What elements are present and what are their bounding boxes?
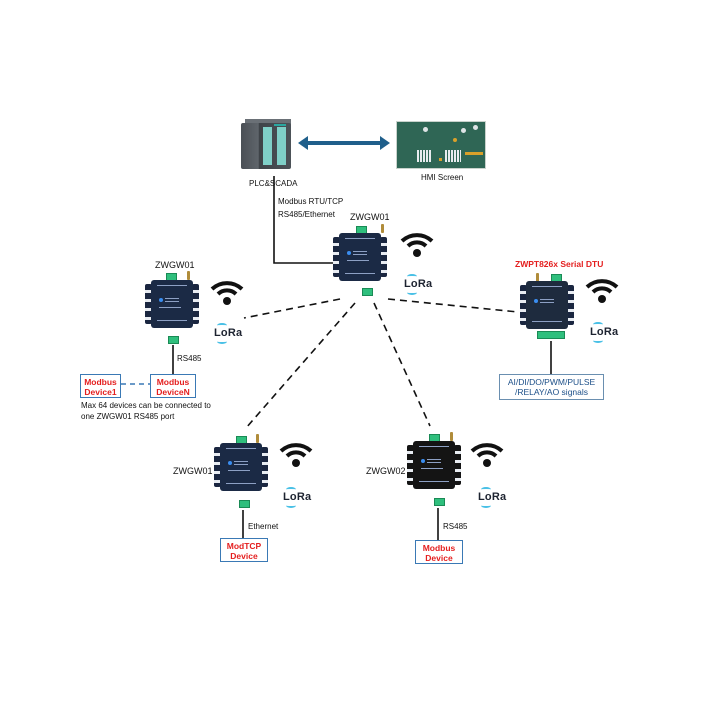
wifi-icon [279,440,313,468]
bottom-left-gateway-name: ZWGW01 [173,466,213,476]
modtcp-line2: Device [230,551,258,561]
left-gateway-device [145,280,199,328]
signals-line2: /RELAY/AO signals [514,387,589,397]
link-protocol-label: Modbus RTU/TCP [278,197,344,206]
terminal-block [362,288,373,296]
plc-to-gateway-link [273,176,335,264]
modbus-device-line1: Modbus [422,543,456,553]
left-gateway-name: ZWGW01 [155,260,195,270]
bottom-right-gateway-name: ZWGW02 [366,466,406,476]
center-gateway-device [333,233,387,281]
terminal-block [537,331,565,339]
lora-link-right [387,298,519,313]
ethernet-label: Ethernet [248,522,279,531]
device1-line2: Device1 [84,387,117,397]
antenna [187,271,190,280]
center-gateway-name: ZWGW01 [350,212,390,222]
dtu-name: ZWPT826x Serial DTU [515,259,604,269]
modtcp-line1: ModTCP [226,541,262,551]
device-limit-note-line1: Max 64 devices can be connected to [81,401,211,410]
modbus-deviceN-box: Modbus DeviceN [150,374,196,398]
terminal-block [168,336,179,344]
wifi-icon [585,276,619,304]
antenna [256,434,259,443]
lora-link-left [243,298,341,319]
antenna [450,432,453,441]
lora-icon: LoRa [283,487,311,508]
antenna [381,224,384,233]
lora-icon: LoRa [590,322,618,343]
wifi-icon [210,278,244,306]
lora-icon: LoRa [214,323,242,344]
arrow-right-head [380,136,390,150]
device1-line1: Modbus [84,377,117,387]
modtcp-device-box: ModTCP Device [220,538,268,562]
antenna [536,273,539,282]
hmi-label: HMI Screen [421,173,464,182]
modbus-device-line2: Device [425,553,453,563]
wifi-icon [400,230,434,258]
dtu-signals-box: AI/DI/DO/PWM/PULSE /RELAY/AO signals [499,374,604,400]
bottom-rs485-label: RS485 [443,522,468,531]
plc-image [241,119,291,169]
dtu-device [520,281,574,329]
bottom-right-gateway-device [407,441,461,489]
modbus-device1-box: Modbus Device1 [80,374,121,398]
lora-link-bottom-left [245,302,356,429]
plc-hmi-arrow [304,141,384,145]
plc-label: PLC&SCADA [249,179,298,188]
lora-link-bottom-right [373,302,431,427]
lora-icon: LoRa [478,487,506,508]
deviceN-line1: Modbus [156,377,190,387]
arrow-left-head [298,136,308,150]
bottom-left-gateway-device [214,443,268,491]
lora-icon: LoRa [404,274,432,295]
left-interface-label: RS485 [177,354,202,363]
terminal-block [239,500,250,508]
signals-line1: AI/DI/DO/PWM/PULSE [507,377,596,387]
hmi-screen-image [396,121,486,169]
device-limit-note-line2: one ZWGW01 RS485 port [81,412,175,421]
modbus-device-box: Modbus Device [415,540,463,564]
wifi-icon [470,440,504,468]
link-interface-label: RS485/Ethernet [278,210,335,219]
terminal-block [434,498,445,506]
deviceN-line2: DeviceN [156,387,190,397]
